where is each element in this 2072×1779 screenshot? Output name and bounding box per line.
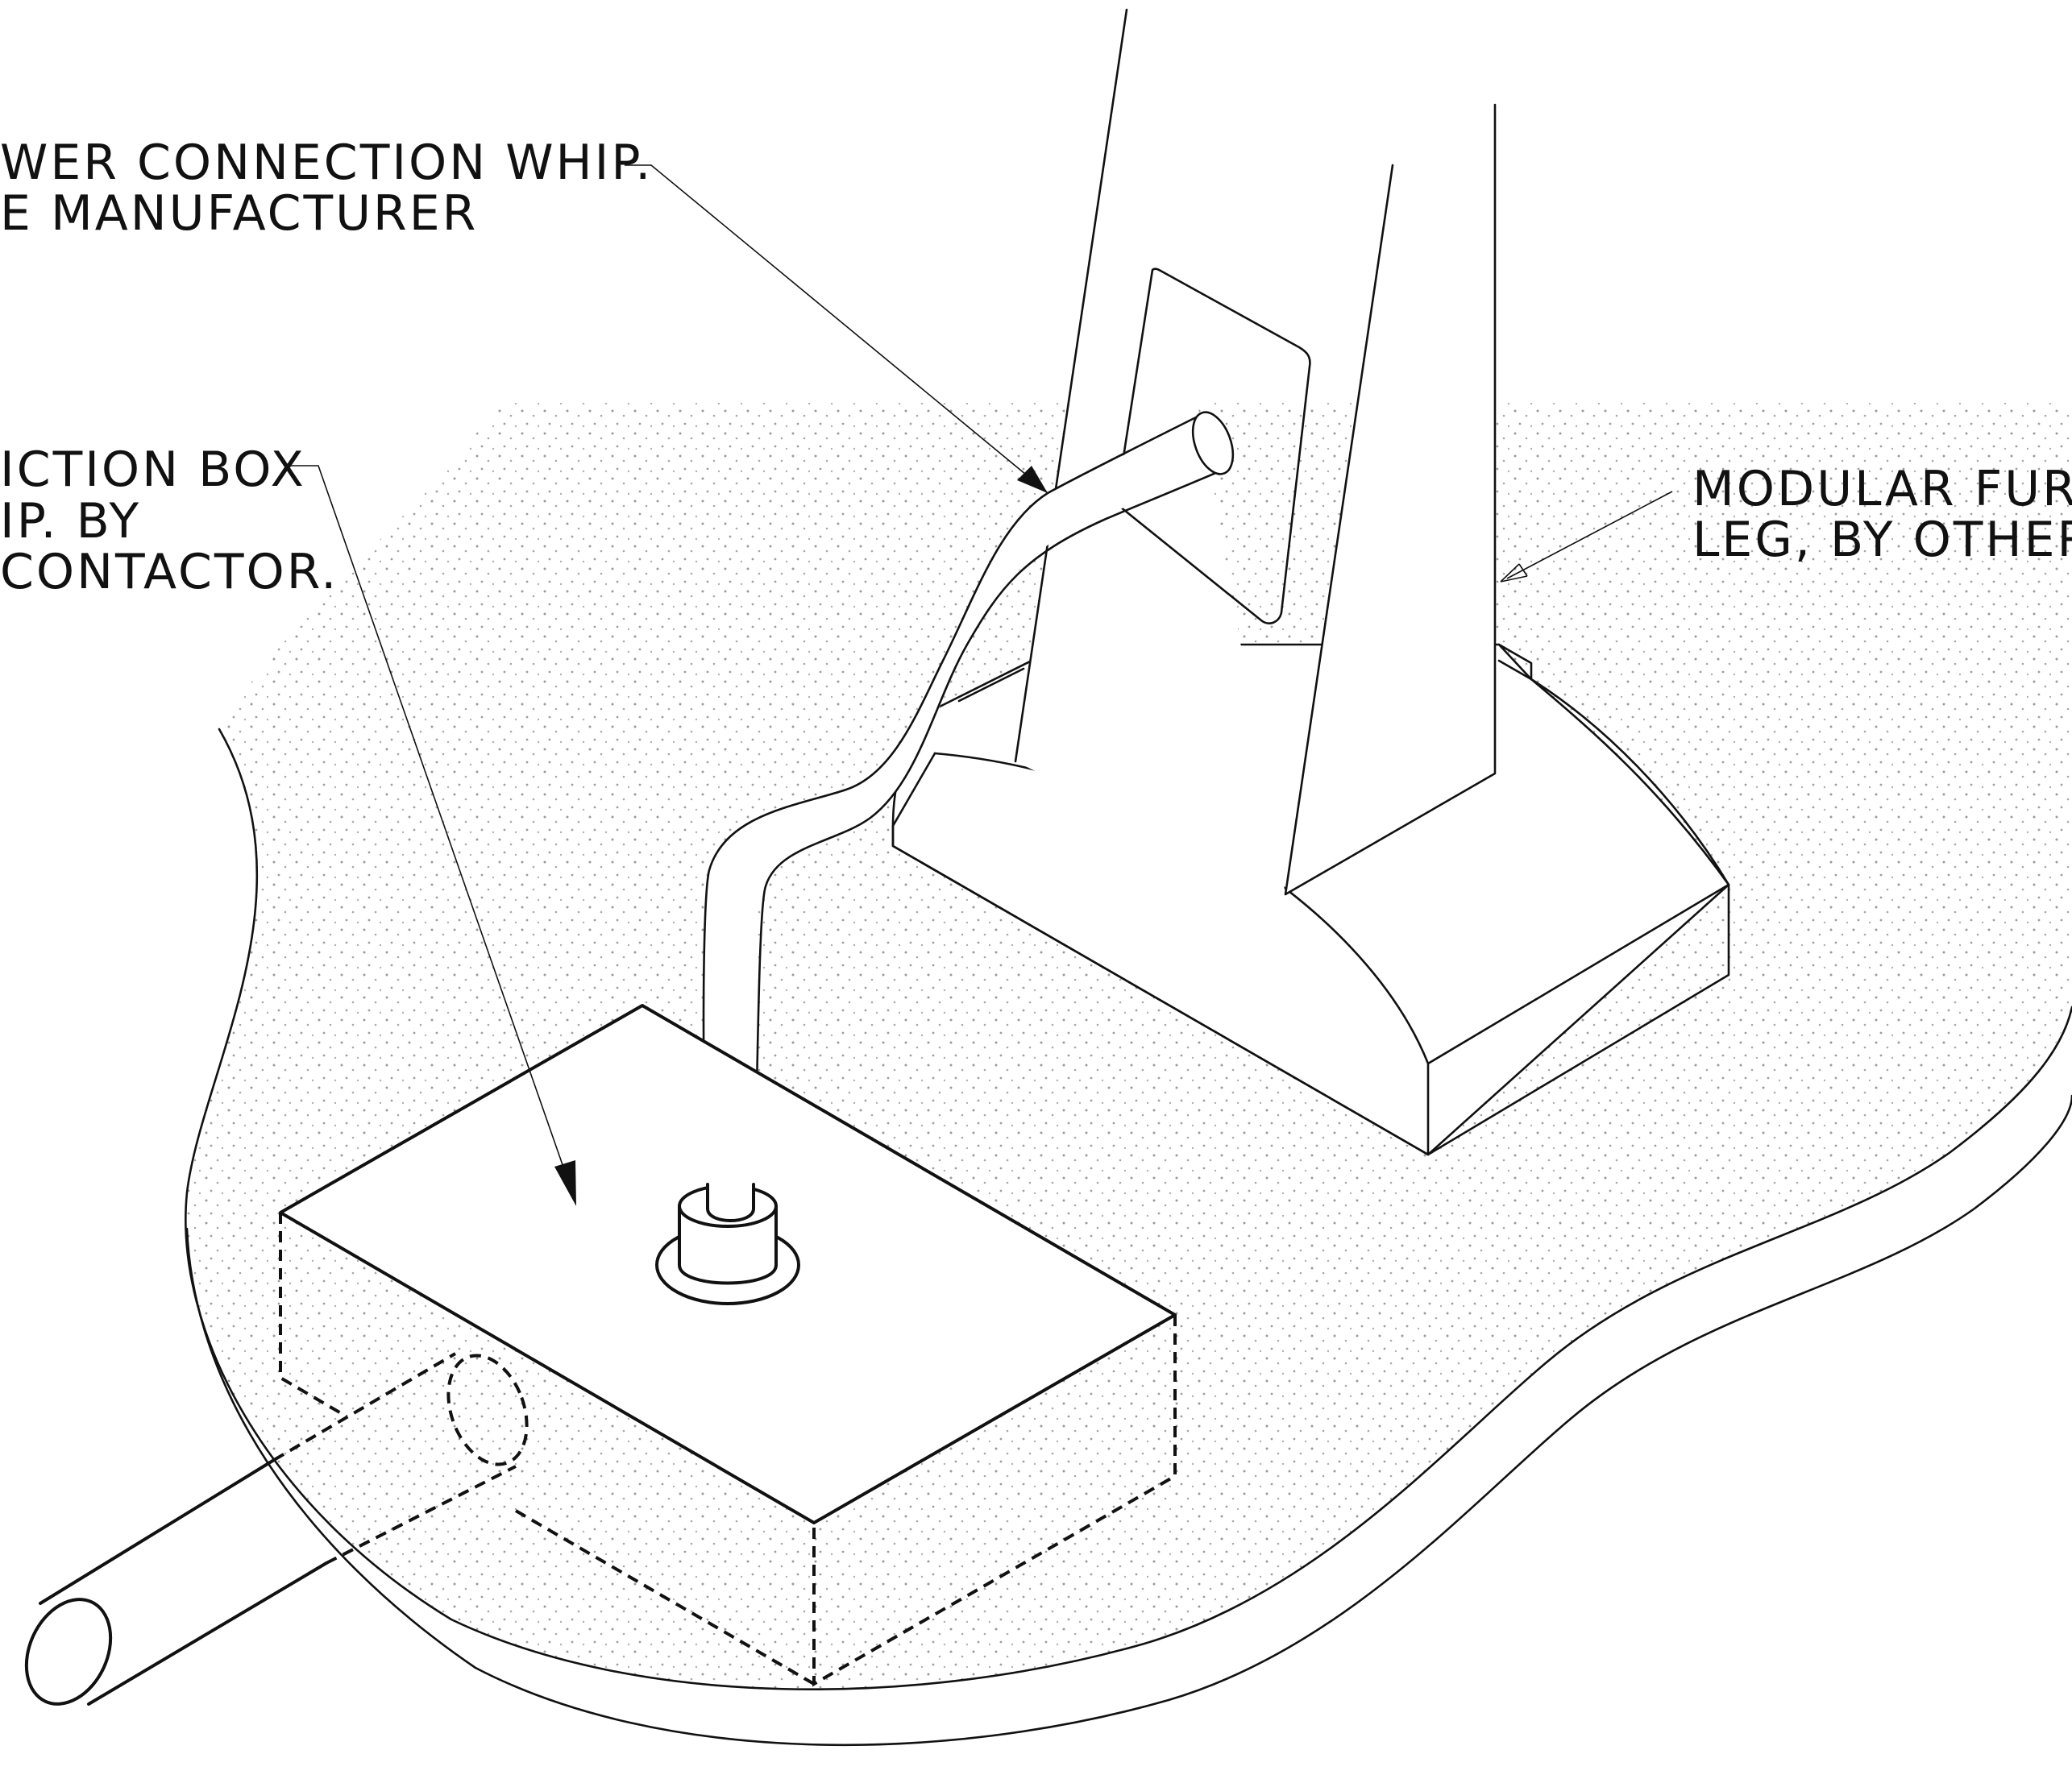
leader-lines (290, 164, 1673, 1206)
note-power-whip-line2: E MANUFACTURER (0, 185, 478, 242)
note-junction-box: ICTION BOX IP. BY CONTACTOR. (0, 442, 338, 600)
slab-top-edge (185, 728, 2072, 1690)
note-furniture-leg-line2: LEG, BY OTHER (1692, 512, 2072, 568)
note-junction-box-line1: ICTION BOX (0, 442, 306, 498)
conduit-hidden-end (446, 1354, 529, 1466)
whip-upper-edge (702, 413, 1202, 1210)
leg-edges (1014, 8, 1497, 896)
fitting-body (678, 1205, 778, 1285)
note-junction-box-line2: IP. BY (0, 493, 141, 549)
conduit-visible (39, 1458, 328, 1706)
conduit-open-end (24, 1598, 113, 1706)
fitting-whip-entry (706, 1183, 755, 1222)
power-whip (702, 411, 1235, 1210)
leg-front-face (1015, 8, 1495, 894)
leader-power-whip (625, 164, 1040, 487)
conduit-hidden (272, 1352, 517, 1565)
note-furniture-leg: MODULAR FURN LEG, BY OTHER (1692, 461, 2072, 568)
junction-box (279, 1004, 1177, 1687)
leader-junction-box (290, 465, 573, 1193)
note-furniture-leg-line1: MODULAR FURN (1692, 461, 2072, 517)
arrow-power-whip (1017, 466, 1048, 493)
note-junction-box-line3: CONTACTOR. (0, 544, 338, 600)
note-power-whip: WER CONNECTION WHIP. E MANUFACTURER (0, 135, 653, 242)
box-hidden-edges (279, 1213, 1177, 1687)
base-outline (891, 678, 1730, 1156)
base-plate-lip (957, 643, 1533, 703)
feed-conduit (24, 1352, 529, 1706)
slab-bottom-edge (185, 1094, 2072, 1747)
note-power-whip-line1: WER CONNECTION WHIP. (0, 135, 653, 191)
furniture-leg (1014, 8, 1497, 896)
leg-access-plate (1115, 267, 1311, 624)
whip-lower-edge (752, 466, 1231, 1210)
whip-end-cap (1191, 411, 1235, 475)
leader-furniture-leg (1506, 491, 1673, 579)
arrow-junction-box (554, 1160, 576, 1206)
arrow-furniture-leg (1500, 563, 1528, 583)
